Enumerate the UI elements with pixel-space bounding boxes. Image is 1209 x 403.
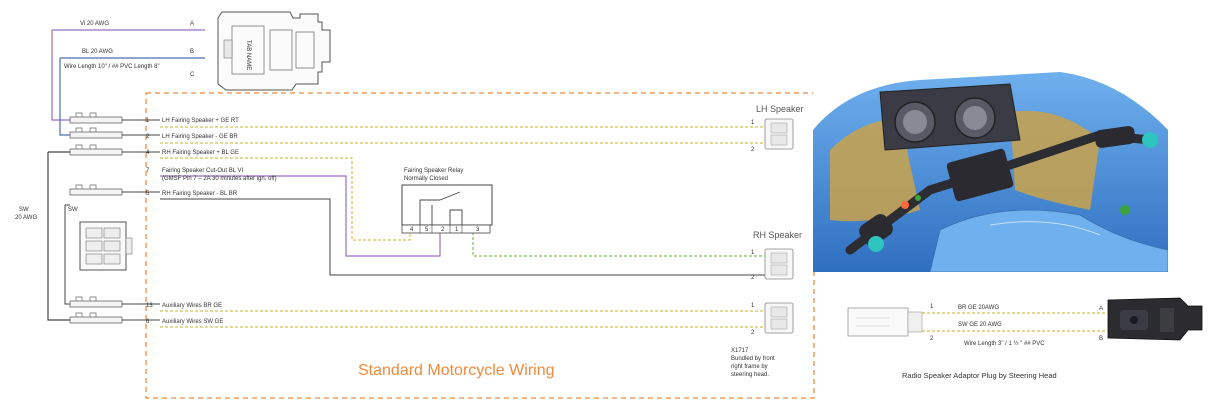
wire-label: RH Fairing Speaker - BL BR: [162, 191, 238, 197]
wire-label: Fairing Speaker Cut-Out BL VI: [162, 168, 243, 174]
wire-pin: 7: [146, 168, 150, 174]
relay-pin: 4: [410, 227, 414, 233]
pin-a-label: A: [190, 21, 194, 27]
left-harness: SW 20 AWG SW: [15, 30, 133, 324]
lh-speaker: LH Speaker 1 2: [751, 104, 804, 153]
wire-label: LH Fairing Speaker + GE RT: [162, 118, 239, 124]
wire-runs: [122, 119, 765, 328]
motorcycle-cockpit-image: [813, 70, 1168, 272]
wire-pin: 1: [146, 118, 150, 124]
adaptor-plug: 1 2 BR GE 20AWG SW GE 20 AWG Wire Length…: [847, 297, 1203, 380]
relay-pin: 1: [455, 227, 459, 233]
wire-label: RH Fairing Speaker + BL GE: [162, 150, 239, 156]
terminal: [69, 296, 123, 308]
ground-label-1: SW: [19, 207, 29, 213]
lh-speaker-title: LH Speaker: [756, 104, 804, 114]
pin-c-label: C: [190, 72, 195, 78]
note-line: steering head.: [731, 372, 769, 378]
speaker-relay: Fairing Speaker Relay Normally Closed 4 …: [401, 168, 493, 234]
adaptor-wire2: SW GE 20 AWG: [958, 322, 1002, 328]
terminal: [69, 127, 123, 139]
wire-pin: 2: [146, 134, 150, 140]
relay-pin: 3: [476, 227, 480, 233]
aux-pin: 1: [751, 303, 755, 309]
speaker-pin: 1: [751, 120, 755, 126]
top-connector-group: Vi 20 AWG A BL 20 AWG B Wire Length 10" …: [52, 11, 331, 91]
wire-label: Auxiliary Wires SW GE: [162, 319, 223, 325]
wire-a-label: Vi 20 AWG: [80, 21, 109, 27]
relay-pin: 5: [425, 227, 429, 233]
adaptor-pin: 1: [930, 304, 934, 310]
adaptor-caption: Radio Speaker Adaptor Plug by Steering H…: [902, 371, 1057, 380]
ground-label-2: 20 AWG: [15, 215, 37, 221]
relay-title: Fairing Speaker Relay: [404, 168, 463, 174]
terminal: [69, 144, 123, 156]
rh-speaker: RH Speaker 1 2: [751, 230, 802, 281]
wire-pin: 4: [146, 150, 150, 156]
aux-connector: 1 2: [751, 302, 794, 336]
speaker-pin: 1: [751, 250, 755, 256]
housing-text: TAB NAME: [245, 40, 251, 70]
adaptor-wire-length: Wire Length 3" / 1 ½ " ## PVC: [964, 340, 1045, 347]
rh-speaker-title: RH Speaker: [753, 230, 802, 240]
wire-pin: 5: [146, 191, 150, 197]
relay-pin: 2: [441, 227, 445, 233]
note-line: right frame by: [731, 364, 768, 370]
relay-subtitle: Normally Closed: [404, 176, 448, 182]
ground-plug: [79, 221, 133, 271]
ground-inner-label: SW: [68, 207, 78, 213]
adaptor-pin: 2: [930, 336, 934, 342]
cutout-note: (GMSF Pin 7 – 2A 30 minutes after ign. o…: [162, 176, 277, 182]
wire-length-label: Wire Length 10" / ## PVC Length 8": [64, 64, 160, 70]
x1717-note: X1717 Bundled by front right frame by st…: [731, 348, 775, 378]
wire-pin: 6: [146, 319, 150, 325]
wire-b-label: BL 20 AWG: [82, 49, 113, 55]
terminal: [69, 112, 123, 124]
aux-pin: 2: [751, 330, 755, 336]
wire-label: LH Fairing Speaker - GE BR: [162, 134, 238, 140]
speaker-pin: 2: [751, 147, 755, 153]
top-connector-housing: TAB NAME: [217, 11, 331, 91]
adaptor-pin-a: A: [1099, 306, 1103, 312]
wire-labels: 1 LH Fairing Speaker + GE RT 2 LH Fairin…: [146, 118, 277, 325]
speaker-pin: 2: [751, 275, 755, 281]
standard-wiring-box: [145, 92, 815, 399]
box-title: Standard Motorcycle Wiring: [358, 362, 555, 379]
terminal: [69, 312, 123, 324]
terminal: [69, 184, 123, 196]
note-line: Bundled by front: [731, 356, 775, 362]
adaptor-wire1: BR GE 20AWG: [958, 305, 999, 311]
pin-b-label: B: [190, 49, 194, 55]
wire-label: Auxiliary Wires BR GE: [162, 303, 222, 309]
note-line: X1717: [731, 348, 749, 354]
adaptor-pin-b: B: [1099, 336, 1103, 342]
wire-pin: 13: [146, 303, 153, 309]
